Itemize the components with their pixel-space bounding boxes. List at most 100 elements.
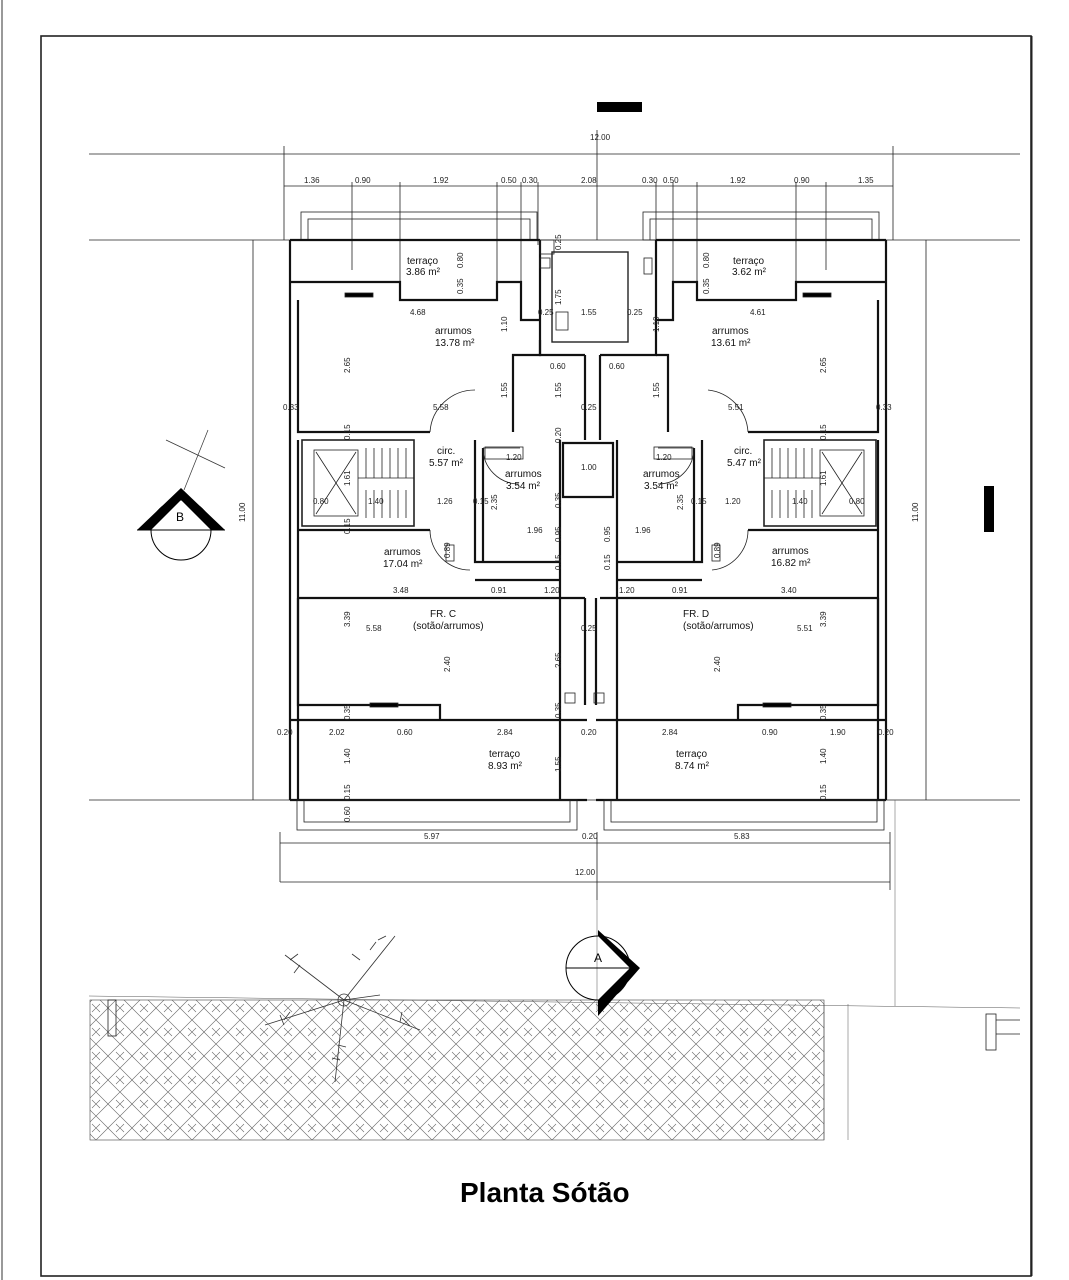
room-area: 8.74 m²	[675, 761, 710, 772]
room-name: FR. C	[430, 609, 456, 620]
room-name: arrumos	[643, 469, 680, 480]
dim-label: 1.40	[792, 497, 808, 506]
dim-label: 0.80	[702, 252, 711, 268]
room-area: 13.78 m²	[435, 338, 475, 349]
room-area: 13.61 m²	[711, 338, 751, 349]
dim-side-right: 11.00	[911, 502, 920, 522]
room-name: circ.	[734, 446, 752, 457]
dim-label: 0.25	[581, 624, 597, 633]
dim-bottom-total: 12.00	[575, 868, 596, 877]
dim-label: 0.60	[609, 362, 625, 371]
room-use: (sotão/arrumos)	[413, 621, 484, 632]
room-area: 3.86 m²	[406, 267, 441, 278]
dim-label: 1.40	[819, 748, 828, 764]
dim-label: 2.84	[497, 728, 513, 737]
section-mark-top	[597, 102, 642, 112]
dim-top-row-item: 0.50	[663, 176, 679, 185]
dim-label: 3.39	[343, 611, 352, 627]
dim-label: 5.51	[797, 624, 813, 633]
dim-label: 0.33	[876, 403, 892, 412]
dim-label: 0.80	[313, 497, 329, 506]
section-b-marker: B	[137, 429, 226, 561]
dim-label: 0.35	[554, 492, 563, 508]
dim-bottom-row-item: 5.83	[734, 832, 750, 841]
dim-label: 2.35	[490, 494, 499, 510]
room-name: arrumos	[772, 546, 809, 557]
dim-label: 0.25	[554, 234, 563, 250]
dim-label: 5.58	[433, 403, 449, 412]
dim-label: 1.00	[581, 463, 597, 472]
dim-label: 0.33	[283, 403, 299, 412]
dim-label: 0.20	[878, 728, 894, 737]
dim-top-row-item: 0.90	[355, 176, 371, 185]
dim-label: 0.15	[819, 424, 828, 440]
dim-label: 0.95	[554, 526, 563, 542]
dim-label: 1.55	[652, 382, 661, 398]
dim-side-left: 11.00	[238, 502, 247, 522]
dim-label: 0.15	[473, 497, 489, 506]
dim-label: 0.15	[603, 554, 612, 570]
exterior-walls	[288, 238, 888, 802]
dim-top-row-item: 1.35	[858, 176, 874, 185]
dim-label: 0.35	[343, 704, 352, 720]
room-area: 8.93 m²	[488, 761, 523, 772]
dim-label: 1.61	[819, 470, 828, 486]
room-use: (sotão/arrumos)	[683, 621, 754, 632]
dim-label: 3.40	[781, 586, 797, 595]
dim-label: 0.89	[443, 542, 452, 558]
dim-label: 0.35	[819, 704, 828, 720]
drawing-title: Planta Sótão	[460, 1177, 630, 1208]
dim-label: 2.35	[676, 494, 685, 510]
dim-label: 1.55	[554, 382, 563, 398]
dim-label: 2.40	[713, 656, 722, 672]
dim-label: 0.60	[343, 806, 352, 822]
dim-label: 3.39	[819, 611, 828, 627]
upper-storage	[296, 300, 880, 440]
dim-label: 0.20	[554, 427, 563, 443]
dim-label: 2.40	[443, 656, 452, 672]
dim-label: 2.65	[343, 357, 352, 373]
dim-label: 3.48	[393, 586, 409, 595]
dim-label: 0.80	[849, 497, 865, 506]
lower-rooms	[290, 598, 886, 722]
dim-label: 0.15	[343, 518, 352, 534]
door-swings-top	[344, 292, 832, 433]
room-name: terraço	[489, 749, 521, 760]
dim-label: 0.25	[627, 308, 643, 317]
dim-label: 0.90	[762, 728, 778, 737]
room-name: terraço	[733, 256, 765, 267]
dim-label: 1.55	[554, 756, 563, 772]
dim-label: 0.60	[397, 728, 413, 737]
top-dimensions	[89, 130, 1020, 300]
dim-label: 1.20	[506, 453, 522, 462]
interior-dimensions: 0.25 1.55 0.25 4.68 4.61 0.60 0.60 0.33 …	[277, 308, 894, 737]
dim-label: 2.84	[662, 728, 678, 737]
stairs-left	[301, 439, 415, 527]
section-b-label: B	[176, 510, 184, 524]
dim-label: 0.91	[491, 586, 507, 595]
dim-label: 1.40	[343, 748, 352, 764]
dim-label: 2.65	[554, 652, 563, 668]
room-labels: terraço 3.86 m² terraço 3.62 m² arrumos …	[383, 256, 811, 772]
section-a-marker: A	[565, 930, 640, 1016]
dim-label: 1.20	[725, 497, 741, 506]
room-area: 3.54 m²	[644, 481, 679, 492]
stairs-right	[763, 439, 877, 527]
dim-label: 1.10	[652, 316, 661, 332]
paving-hatch	[89, 999, 825, 1141]
room-name: arrumos	[505, 469, 542, 480]
site-details	[107, 999, 1020, 1051]
dim-label: 1.96	[635, 526, 651, 535]
dim-label: 1.55	[581, 308, 597, 317]
dim-bottom-row-item: 0.20	[582, 832, 598, 841]
room-name: arrumos	[435, 326, 472, 337]
dim-label: 0.89	[713, 542, 722, 558]
dim-label: 2.65	[819, 357, 828, 373]
dim-label: 0.25	[538, 308, 554, 317]
dim-label: 0.80	[456, 252, 465, 268]
dim-label: 1.20	[656, 453, 672, 462]
room-area: 3.62 m²	[732, 267, 767, 278]
section-a-label: A	[594, 951, 602, 965]
dim-top-row-item: 0.90	[794, 176, 810, 185]
